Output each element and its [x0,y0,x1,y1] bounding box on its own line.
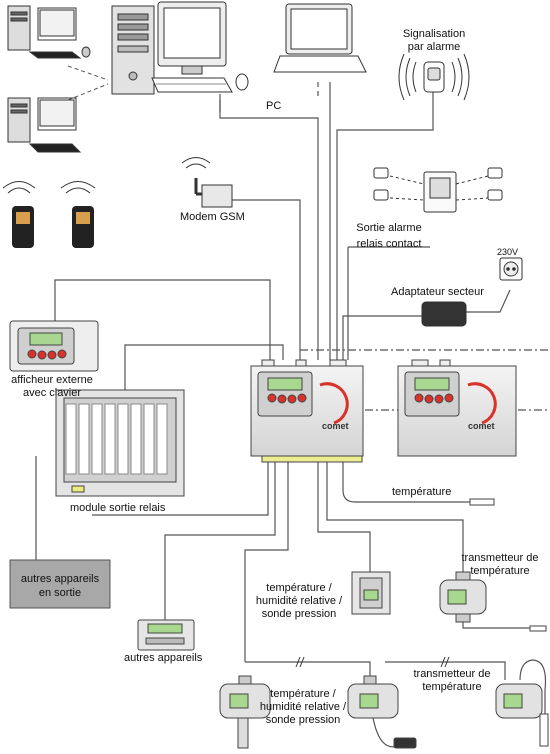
label-thp-mid-line3: sonde pression [261,608,337,620]
label-module-relais: module sortie relais [70,502,166,514]
label-adaptateur: Adaptateur secteur [391,286,484,298]
label-afficheur-line2: avec clavier [22,387,82,399]
connection-lines [35,82,548,748]
label-thp-bottom-line2: humidité relative / [259,701,347,713]
transmitter-bottom-left [219,675,271,749]
label-signalisation-line2: par alarme [407,41,461,53]
label-autres-sortie: autres appareils en sortie [10,572,110,600]
label-thp-mid-line1: température / [266,582,332,594]
label-sortie-alarme-line1: Sortie alarme [356,222,422,234]
mobile-phone-2 [60,181,96,248]
label-afficheur-line1: afficheur externe [11,374,93,386]
computer-mid-left [7,97,82,153]
wall-sensor [351,571,391,615]
label-temperature: température [392,486,452,498]
label-thp-mid-line2: humidité relative / [255,595,343,607]
dashed-link-arrows [67,65,109,101]
label-thp-mid: température / humidité relative / sonde … [244,582,354,621]
mobile-phone-1 [2,181,36,248]
label-thp-bottom-line3: sonde pression [265,714,341,726]
brand-logo-secondary: comet [468,421,495,431]
label-autres-sortie-line1: autres appareils [20,573,100,585]
main-datalogger [250,359,364,463]
laptop [273,3,367,73]
label-sortie-alarme-line2: relais contact [356,238,422,250]
gsm-modem [181,157,233,208]
label-transmetteur-2-line1: transmetteur de [413,668,491,680]
label-transmetteur-2-line2: température [422,681,482,693]
power-adapter [421,301,467,327]
secondary-datalogger [397,359,517,457]
alarm-dialer [373,167,503,213]
label-thp-bottom: température / humidité relative / sonde … [248,688,358,727]
other-devices [137,619,195,651]
label-transmetteur-1-line2: température [470,565,530,577]
label-thp-bottom-line1: température / [270,688,336,700]
label-autres-sortie-line2: en sortie [38,587,82,599]
label-sortie-alarme: Sortie alarme relais contact [346,220,432,252]
label-pc: PC [266,100,282,112]
label-transmetteur-1-line1: transmetteur de [461,552,539,564]
label-voltage: 230V [497,247,519,257]
external-display [9,320,99,372]
pc-monitor [151,1,249,112]
label-modem-gsm: Modem GSM [180,211,245,223]
transmitter-bottom-mid [347,675,417,749]
label-autres-appareils: autres appareils [124,652,203,664]
temperature-probe [469,498,495,506]
label-signalisation: Signalisation par alarme [394,28,474,54]
alarm-beacon [398,53,470,101]
pc-tower [111,5,155,95]
power-socket [499,257,523,281]
transmitter-bottom-right [495,683,549,747]
relay-module [55,389,185,497]
transmitter-1 [439,571,547,632]
label-transmetteur-1: transmetteur de température [452,552,548,578]
other-output-devices-box [9,559,111,609]
label-afficheur: afficheur externe avec clavier [2,374,102,400]
label-signalisation-line1: Signalisation [402,28,466,40]
computer-top-left [7,5,91,59]
brand-logo-main: comet [322,421,349,431]
label-transmetteur-2: transmetteur de température [404,668,500,694]
